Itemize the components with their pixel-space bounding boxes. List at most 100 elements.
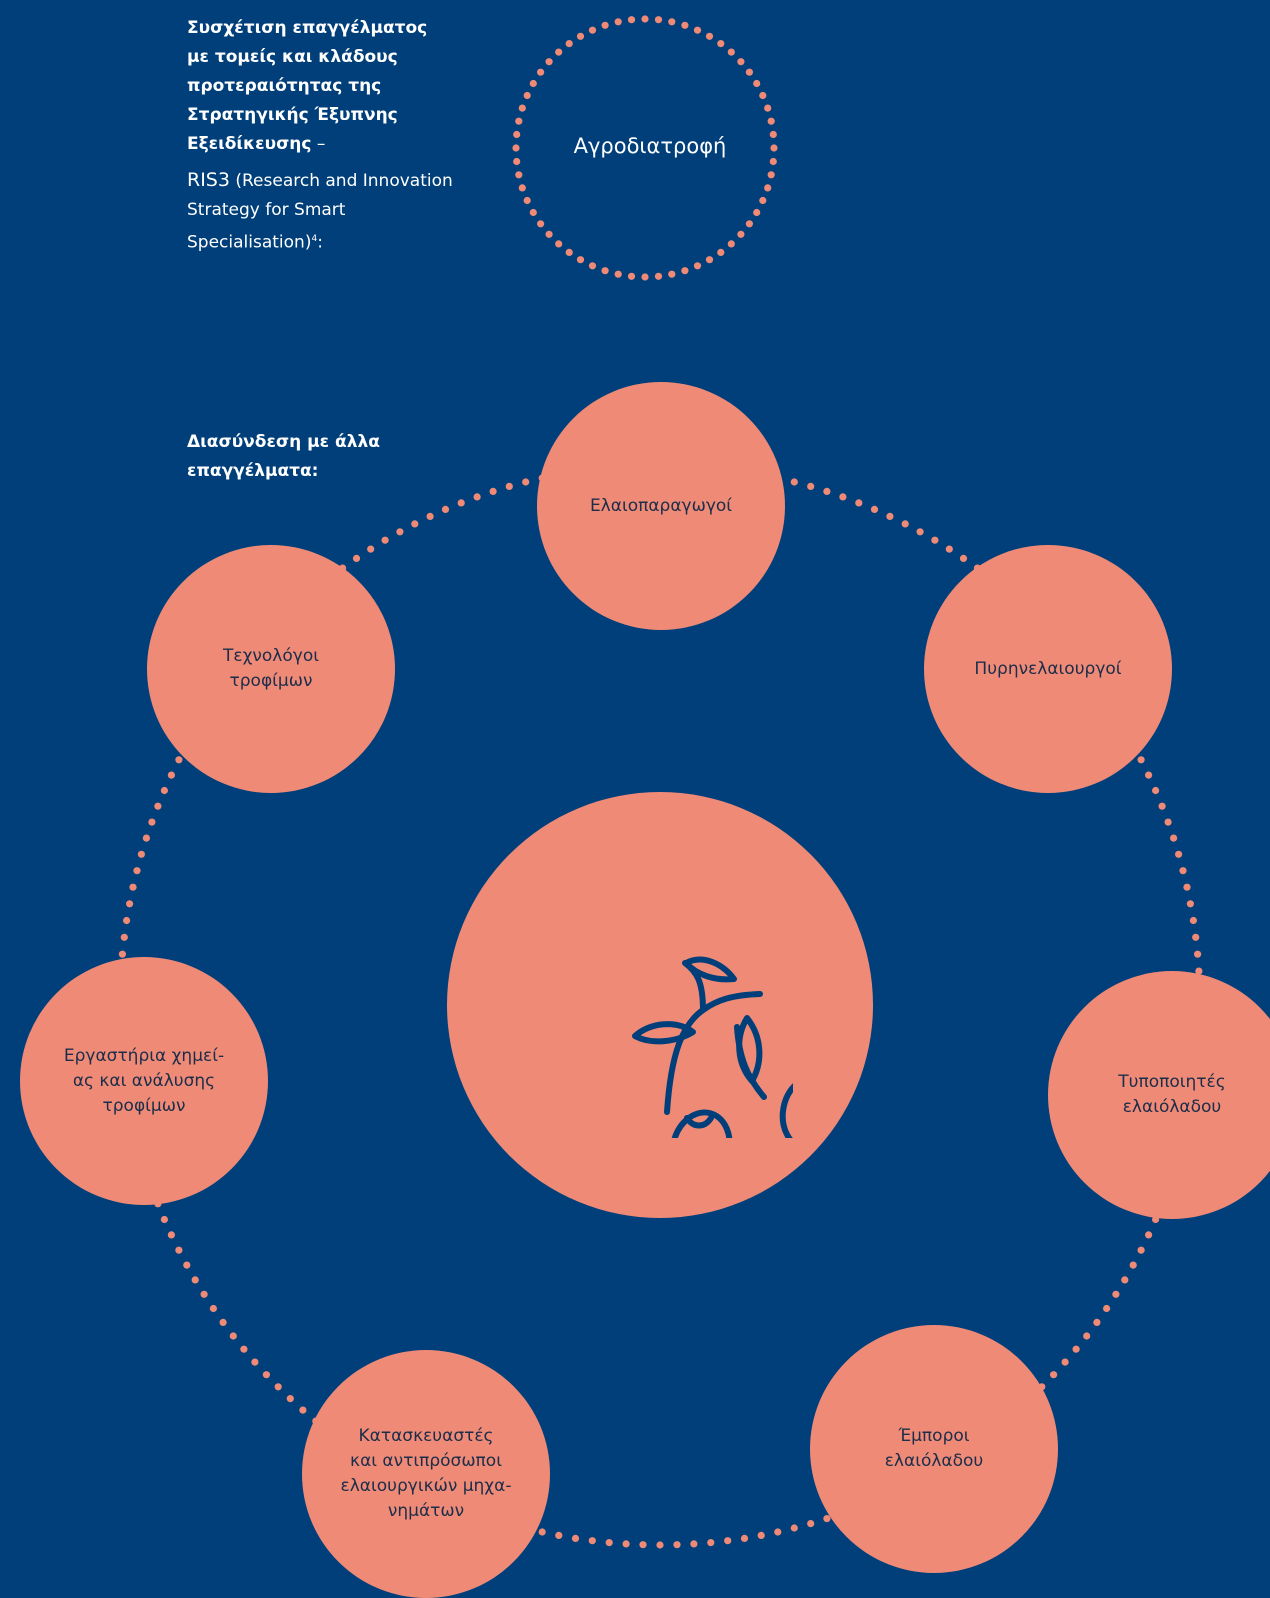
ring-dot: [1164, 818, 1172, 826]
sector-dot: [513, 157, 521, 166]
ring-dot: [807, 482, 815, 490]
sector-dot: [668, 18, 676, 26]
ring-dot: [129, 883, 137, 891]
ring-dot: [396, 528, 404, 536]
sector-dot: [627, 272, 636, 280]
ring-dot: [1083, 1332, 1091, 1340]
sector-dot: [512, 144, 520, 152]
ring-dot: [1061, 1358, 1069, 1366]
ring-dot: [1186, 900, 1194, 908]
ring-dot: [656, 1541, 664, 1549]
sector-dot: [555, 240, 563, 248]
sector-dot: [759, 91, 767, 100]
ring-dot: [724, 1537, 732, 1545]
ring-dot: [1175, 850, 1183, 858]
profession-label: Τυποποιητές ελαιόλαδου: [1118, 1072, 1226, 1117]
sector-dot: [537, 220, 545, 228]
ring-dot: [1192, 933, 1200, 941]
ring-dot: [1170, 834, 1178, 842]
sector-dot: [545, 58, 553, 66]
ring-dot: [522, 478, 530, 486]
sector-dot: [537, 68, 545, 76]
ring-dot: [229, 1332, 237, 1340]
sector-dot: [601, 267, 609, 275]
ring-dot: [959, 554, 968, 563]
ring-dot: [1121, 1276, 1129, 1284]
ring-dot: [1129, 1261, 1137, 1269]
sector-dot: [737, 58, 745, 66]
sector-dot: [641, 273, 649, 281]
ris3-heading-dash: –: [311, 134, 326, 154]
sector-dot: [576, 256, 585, 264]
ring-dot: [639, 1541, 647, 1549]
ring-dot: [126, 900, 134, 908]
ring-dot: [931, 536, 939, 544]
sector-dot: [654, 16, 663, 24]
sector-dot: [565, 248, 573, 256]
ring-dot: [1145, 771, 1153, 779]
sector-dot: [717, 40, 725, 48]
ring-dot: [1050, 1371, 1058, 1379]
ring-dot: [183, 1261, 191, 1269]
ring-dot: [219, 1318, 227, 1326]
profession-label: Κατασκευαστές και αντιπρόσωποι ελαιουργι…: [340, 1426, 512, 1521]
sector-dot: [705, 256, 714, 264]
ring-dot: [154, 802, 162, 810]
sector-dot: [614, 18, 622, 26]
ring-dot: [901, 520, 909, 528]
profession-label: Ελαιοπαραγωγοί: [589, 495, 733, 516]
ring-dot: [807, 1520, 815, 1528]
profession-label: Πυρηνελαιουργοί: [974, 658, 1122, 679]
ring-dot: [1183, 883, 1191, 891]
ring-dot: [1137, 756, 1145, 764]
sector-dot: [745, 220, 754, 228]
ring-dot: [352, 554, 361, 563]
sector-dot: [641, 15, 649, 23]
ring-dot: [133, 867, 141, 875]
ring-dot: [1112, 1290, 1120, 1298]
sector-dot: [515, 117, 523, 125]
ring-dot: [441, 505, 450, 513]
sector-dot: [614, 270, 622, 278]
sector-dot: [601, 21, 609, 29]
ring-dot: [160, 1215, 168, 1224]
profession-label: Εργαστήρια χημεί- ας και ανάλυσης τροφίμ…: [63, 1045, 225, 1116]
sector-dot: [627, 16, 636, 24]
ring-dot: [605, 1539, 613, 1547]
ring-dot: [200, 1290, 208, 1298]
ring-dot: [175, 1246, 183, 1254]
sector-dot: [565, 40, 573, 48]
ring-dot: [137, 850, 145, 858]
sector-dot: [769, 157, 777, 166]
ring-dot: [690, 1540, 698, 1548]
ring-dot: [120, 933, 128, 941]
ris3-heading-text: Συσχέτιση επαγγέλματος με τομείς και κλά…: [187, 18, 428, 154]
ring-dot: [505, 482, 513, 490]
ris3-description: RIS3 (Research and Innovation Strategy f…: [187, 166, 457, 258]
center-circle: [447, 792, 873, 1218]
sector-dot: [770, 144, 778, 152]
sector-dot: [753, 79, 761, 88]
ring-dot: [262, 1371, 270, 1379]
ring-dot: [167, 771, 175, 779]
ring-dot: [426, 512, 434, 521]
profession-circle-food-technologists: Τεχνολόγοι τροφίμων: [147, 545, 395, 793]
ring-dot: [790, 478, 798, 486]
sector-dot: [668, 270, 676, 278]
ring-dot: [1072, 1345, 1080, 1353]
ring-dot: [886, 512, 894, 521]
ring-dot: [855, 499, 863, 507]
sector-dot: [737, 230, 745, 238]
sector-dot: [518, 184, 526, 192]
sector-dot: [515, 171, 523, 179]
ring-dot: [286, 1395, 294, 1403]
sector-dot: [513, 130, 521, 139]
sector-dot: [654, 272, 663, 280]
sector-dot: [545, 230, 553, 238]
sector-dot: [764, 184, 772, 192]
ring-dot: [367, 545, 375, 553]
sector-dot: [745, 68, 754, 76]
ring-dot: [1189, 916, 1197, 925]
ring-dot: [1093, 1318, 1101, 1326]
sector-dot: [769, 130, 777, 139]
